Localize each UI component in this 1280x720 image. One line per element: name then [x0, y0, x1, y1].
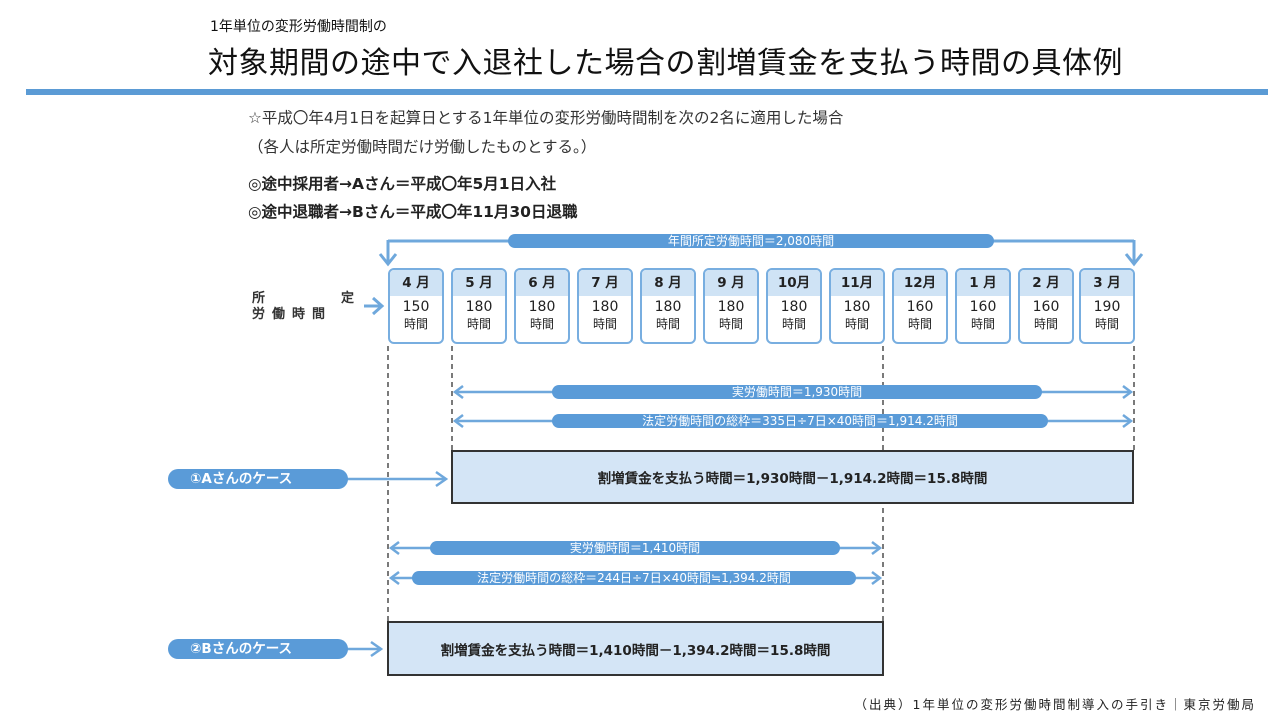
- month-unit: 時間: [718, 317, 743, 331]
- month-name: 11月: [831, 270, 883, 296]
- side-label-row-2: 労働時間: [252, 307, 333, 322]
- month-name: 10月: [768, 270, 820, 296]
- month-name: 4 月: [390, 270, 442, 296]
- month-name: 7 月: [579, 270, 631, 296]
- month-unit: 時間: [1094, 317, 1119, 331]
- month-unit: 時間: [781, 317, 806, 331]
- month-hours: 180: [843, 299, 871, 315]
- employee-b-line: ◎途中退職者→Bさん＝平成〇年11月30日退職: [248, 203, 578, 221]
- scheduled-hours-label: 所 定 労働時間: [252, 291, 362, 323]
- case-b-actual-hours: 実労働時間＝1,410時間: [430, 541, 840, 555]
- month-unit: 時間: [592, 317, 617, 331]
- month-unit: 時間: [403, 317, 428, 331]
- month-unit: 時間: [466, 317, 491, 331]
- month-cell-sep: 9 月 180 時間: [703, 268, 759, 344]
- month-hours: 180: [591, 299, 619, 315]
- case-a-label: ①Aさんのケース: [168, 469, 348, 489]
- month-name: 3 月: [1081, 270, 1133, 296]
- case-a-result-box: 割増賃金を支払う時間＝1,930時間－1,914.2時間＝15.8時間: [451, 450, 1134, 504]
- month-name: 6 月: [516, 270, 568, 296]
- month-cell-oct: 10月 180 時間: [766, 268, 822, 344]
- case-b-label: ②Bさんのケース: [168, 639, 348, 659]
- month-name: 1 月: [957, 270, 1009, 296]
- case-a-actual-hours: 実労働時間＝1,930時間: [552, 385, 1042, 399]
- month-cell-apr: 4 月 150 時間: [388, 268, 444, 344]
- month-unit: 時間: [655, 317, 680, 331]
- month-unit: 時間: [529, 317, 554, 331]
- month-name: 8 月: [642, 270, 694, 296]
- month-unit: 時間: [1033, 317, 1058, 331]
- month-hours: 160: [969, 299, 997, 315]
- side-label-arrow: [364, 296, 385, 316]
- month-cell-may: 5 月 180 時間: [451, 268, 507, 344]
- month-cell-jan: 1 月 160 時間: [955, 268, 1011, 344]
- month-unit: 時間: [970, 317, 995, 331]
- side-label-char-1: 所: [252, 291, 268, 306]
- side-label-char-2: 定: [340, 291, 356, 306]
- month-cell-dec: 12月 160 時間: [892, 268, 948, 344]
- source-citation: （出典）1年単位の変形労働時間制導入の手引き｜東京労働局: [854, 697, 1256, 712]
- month-hours: 180: [528, 299, 556, 315]
- case-b-result-box: 割増賃金を支払う時間＝1,410時間－1,394.2時間＝15.8時間: [387, 621, 884, 676]
- intro-line-1: ☆平成〇年4月1日を起算日とする1年単位の変形労働時間制を次の2名に適用した場合: [248, 109, 844, 127]
- month-hours: 190: [1093, 299, 1121, 315]
- title-divider: [26, 89, 1268, 95]
- month-name: 9 月: [705, 270, 757, 296]
- month-hours: 180: [654, 299, 682, 315]
- employee-a-line: ◎途中採用者→Aさん＝平成〇年5月1日入社: [248, 175, 557, 193]
- page-subtitle: 1年単位の変形労働時間制の: [210, 19, 387, 35]
- month-unit: 時間: [844, 317, 869, 331]
- month-cell-feb: 2 月 160 時間: [1018, 268, 1074, 344]
- page-title: 対象期間の途中で入退社した場合の割増賃金を支払う時間の具体例: [208, 46, 1123, 81]
- month-name: 5 月: [453, 270, 505, 296]
- month-hours: 180: [717, 299, 745, 315]
- case-a-legal-limit: 法定労働時間の総枠＝335日÷7日×40時間＝1,914.2時間: [552, 414, 1048, 428]
- month-cell-jun: 6 月 180 時間: [514, 268, 570, 344]
- month-cell-nov: 11月 180 時間: [829, 268, 885, 344]
- month-hours: 180: [780, 299, 808, 315]
- annual-hours-label: 年間所定労働時間＝2,080時間: [508, 234, 994, 248]
- month-hours: 160: [906, 299, 934, 315]
- month-name: 12月: [894, 270, 946, 296]
- month-hours: 180: [465, 299, 493, 315]
- month-hours: 150: [402, 299, 430, 315]
- case-b-legal-limit: 法定労働時間の総枠＝244日÷7日×40時間≒1,394.2時間: [412, 571, 856, 585]
- month-cell-jul: 7 月 180 時間: [577, 268, 633, 344]
- month-cell-aug: 8 月 180 時間: [640, 268, 696, 344]
- intro-line-2: （各人は所定労働時間だけ労働したものとする。）: [248, 138, 597, 156]
- month-name: 2 月: [1020, 270, 1072, 296]
- month-unit: 時間: [907, 317, 932, 331]
- month-cell-mar: 3 月 190 時間: [1079, 268, 1135, 344]
- month-hours: 160: [1032, 299, 1060, 315]
